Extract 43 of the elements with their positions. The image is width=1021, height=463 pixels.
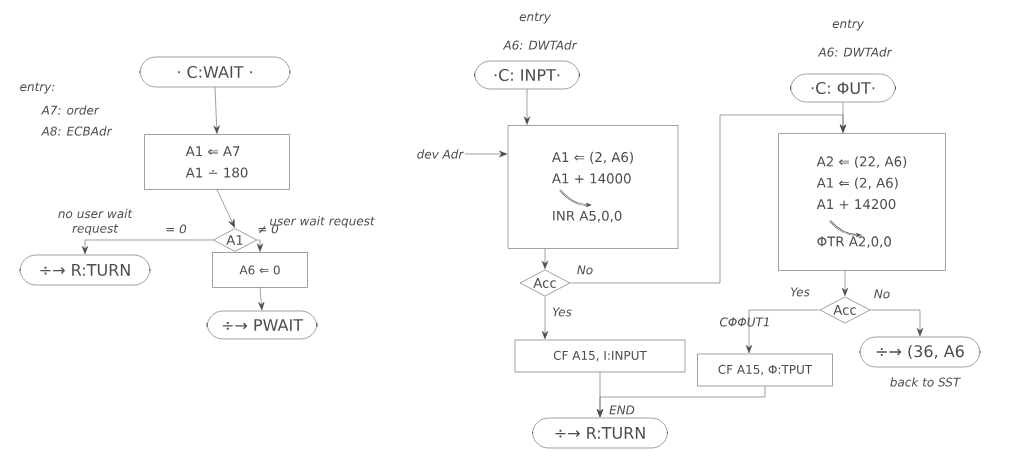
edge-label: Yes (552, 307, 572, 317)
arrow (541, 248, 549, 270)
note-text: no user wait request (58, 208, 133, 236)
entry-note: entry (832, 19, 864, 31)
entry-note: back to SST (890, 377, 961, 387)
terminal-box: ÷→ PWAIT (206, 310, 318, 340)
process-box: A1 ⇐ (2, A6) A1 + 14000 INR A5,0,0 (507, 125, 679, 249)
arrow (596, 386, 766, 418)
arrow (841, 270, 849, 297)
process-box: A2 ⇐ (22, A6) A1 ⇐ (2, A6) A1 + 14200 ΦTR A2,0,0 (778, 133, 946, 271)
terminal-box: ·C: ΦUT· (790, 73, 896, 103)
note-text: CΦΦUT1 (720, 317, 769, 327)
entry-note: A7: order (40, 105, 100, 115)
terminal-box: ÷→ R:TURN (19, 254, 151, 286)
note-text: dev Adr (415, 148, 465, 160)
arrow (541, 296, 549, 340)
arrow (523, 89, 531, 125)
arrow (839, 102, 847, 133)
terminal-box: ÷→ (36, A6 (859, 336, 981, 368)
entry-note: entry (519, 12, 551, 24)
terminal-box: · C:WAIT · (139, 56, 291, 88)
edge-label: Yes (790, 287, 810, 297)
arrow (213, 87, 220, 134)
arrow (256, 239, 264, 252)
entry-note: A8: ECBAdr (40, 126, 113, 136)
arrow (870, 309, 924, 337)
edge-label: No (874, 289, 890, 299)
process-box: CF A15, Φ:TPUT (697, 353, 833, 387)
terminal-box: ·C: INPT· (474, 60, 580, 90)
arrow (81, 239, 214, 255)
process-box: CF A15, I:INPUT (514, 339, 686, 373)
entry-note: entry: (20, 82, 55, 94)
terminal-box: ÷→ R:TURN (532, 417, 668, 449)
arrow (258, 287, 265, 311)
edge-label: END (609, 405, 635, 415)
entry-note: A6: DWTAdr (817, 47, 893, 57)
process-box: A1 ⇐ A7 A1 ∸ 180 (144, 134, 290, 190)
entry-note: A6: DWTAdr (502, 40, 578, 50)
arrow (745, 309, 820, 354)
edge-label: = 0 (166, 224, 187, 234)
arrow (216, 189, 235, 228)
arrow (464, 150, 508, 158)
edge-label: No (577, 265, 593, 275)
